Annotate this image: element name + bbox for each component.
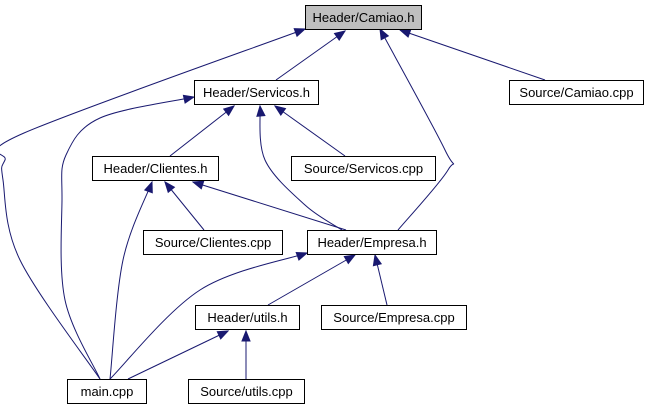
edge-main_cpp-to-clientes_h xyxy=(109,180,153,380)
arrowhead xyxy=(333,30,347,41)
arrowhead xyxy=(164,180,176,194)
node-servicos-h[interactable]: Header/Servicos.h xyxy=(194,80,319,105)
edge-line xyxy=(379,28,455,231)
edge-empresa_h-to-clientes_h xyxy=(191,180,347,231)
node-camiao-cpp[interactable]: Source/Camiao.cpp xyxy=(509,80,644,105)
edge-clientes_cpp-to-clientes_h xyxy=(164,180,205,231)
arrowhead xyxy=(379,27,390,41)
edge-empresa_h-to-camiao_h xyxy=(379,27,455,231)
node-box xyxy=(321,305,467,330)
node-box xyxy=(188,379,305,404)
node-utils-h[interactable]: Header/utils.h xyxy=(195,305,300,330)
node-clientes-h[interactable]: Header/Clientes.h xyxy=(92,156,219,181)
node-box xyxy=(143,230,283,255)
edge-line xyxy=(169,105,235,157)
node-main-cpp[interactable]: main.cpp xyxy=(67,379,147,404)
edge-servicos_h-to-camiao_h xyxy=(275,30,347,81)
node-label: Header/Servicos.h xyxy=(203,85,310,100)
edge-line xyxy=(109,252,308,380)
node-label: Header/Empresa.h xyxy=(317,235,426,250)
node-empresa-cpp[interactable]: Source/Empresa.cpp xyxy=(321,305,467,330)
arrowhead xyxy=(241,329,251,342)
arrowhead xyxy=(293,28,307,38)
node-label: Header/Clientes.h xyxy=(103,161,207,176)
edge-line xyxy=(274,105,346,157)
edge-camiao_cpp-to-camiao_h xyxy=(398,28,546,81)
edge-line xyxy=(60,96,195,380)
edge-servicos_cpp-to-servicos_h xyxy=(273,105,346,157)
edge-main_cpp-to-camiao_h xyxy=(0,28,307,380)
node-label: Source/Clientes.cpp xyxy=(155,235,271,250)
node-label: Source/utils.cpp xyxy=(200,384,293,399)
edge-main_cpp-to-utils_h xyxy=(127,330,230,380)
edge-main_cpp-to-servicos_h xyxy=(60,94,196,380)
edge-line xyxy=(399,29,546,81)
arrowhead xyxy=(222,105,236,117)
edge-utils_h-to-empresa_h xyxy=(267,254,357,306)
node-camiao-h: Header/Camiao.h xyxy=(305,5,422,30)
edge-main_cpp-to-empresa_h xyxy=(109,251,309,380)
arrowhead xyxy=(398,28,412,38)
node-label: Source/Camiao.cpp xyxy=(519,85,633,100)
arrowhead xyxy=(273,105,287,116)
arrowhead xyxy=(216,330,230,340)
edge-line xyxy=(127,330,229,380)
node-box xyxy=(509,80,644,105)
edges-layer xyxy=(0,27,546,380)
arrowhead xyxy=(372,253,383,267)
node-box xyxy=(67,379,147,404)
edge-clientes_h-to-servicos_h xyxy=(169,105,236,157)
edge-empresa_cpp-to-empresa_h xyxy=(372,253,388,306)
edge-line xyxy=(192,181,347,231)
node-label: main.cpp xyxy=(81,384,134,399)
node-box xyxy=(195,305,300,330)
arrowhead xyxy=(343,254,357,265)
node-label: Source/Servicos.cpp xyxy=(304,161,423,176)
node-box xyxy=(305,5,422,30)
node-box xyxy=(92,156,219,181)
node-label: Header/utils.h xyxy=(207,310,287,325)
edge-line xyxy=(0,28,306,380)
node-label: Header/Camiao.h xyxy=(313,10,415,25)
node-clientes-cpp[interactable]: Source/Clientes.cpp xyxy=(143,230,283,255)
edge-line xyxy=(109,181,153,380)
node-box xyxy=(307,230,437,255)
edge-line xyxy=(275,30,346,81)
edge-utils_cpp-to-utils_h xyxy=(241,329,251,379)
arrowhead xyxy=(143,180,153,194)
arrowhead xyxy=(256,104,266,117)
arrowhead xyxy=(182,94,196,104)
node-box xyxy=(194,80,319,105)
edge-line xyxy=(259,105,343,231)
arrowhead xyxy=(191,180,205,190)
node-box xyxy=(291,156,436,181)
arrowhead xyxy=(295,251,309,261)
node-empresa-h[interactable]: Header/Empresa.h xyxy=(307,230,437,255)
node-utils-cpp[interactable]: Source/utils.cpp xyxy=(188,379,305,404)
node-servicos-cpp[interactable]: Source/Servicos.cpp xyxy=(291,156,436,181)
edge-empresa_h-to-servicos_h xyxy=(256,104,343,231)
edge-line xyxy=(267,254,356,306)
node-label: Source/Empresa.cpp xyxy=(333,310,454,325)
